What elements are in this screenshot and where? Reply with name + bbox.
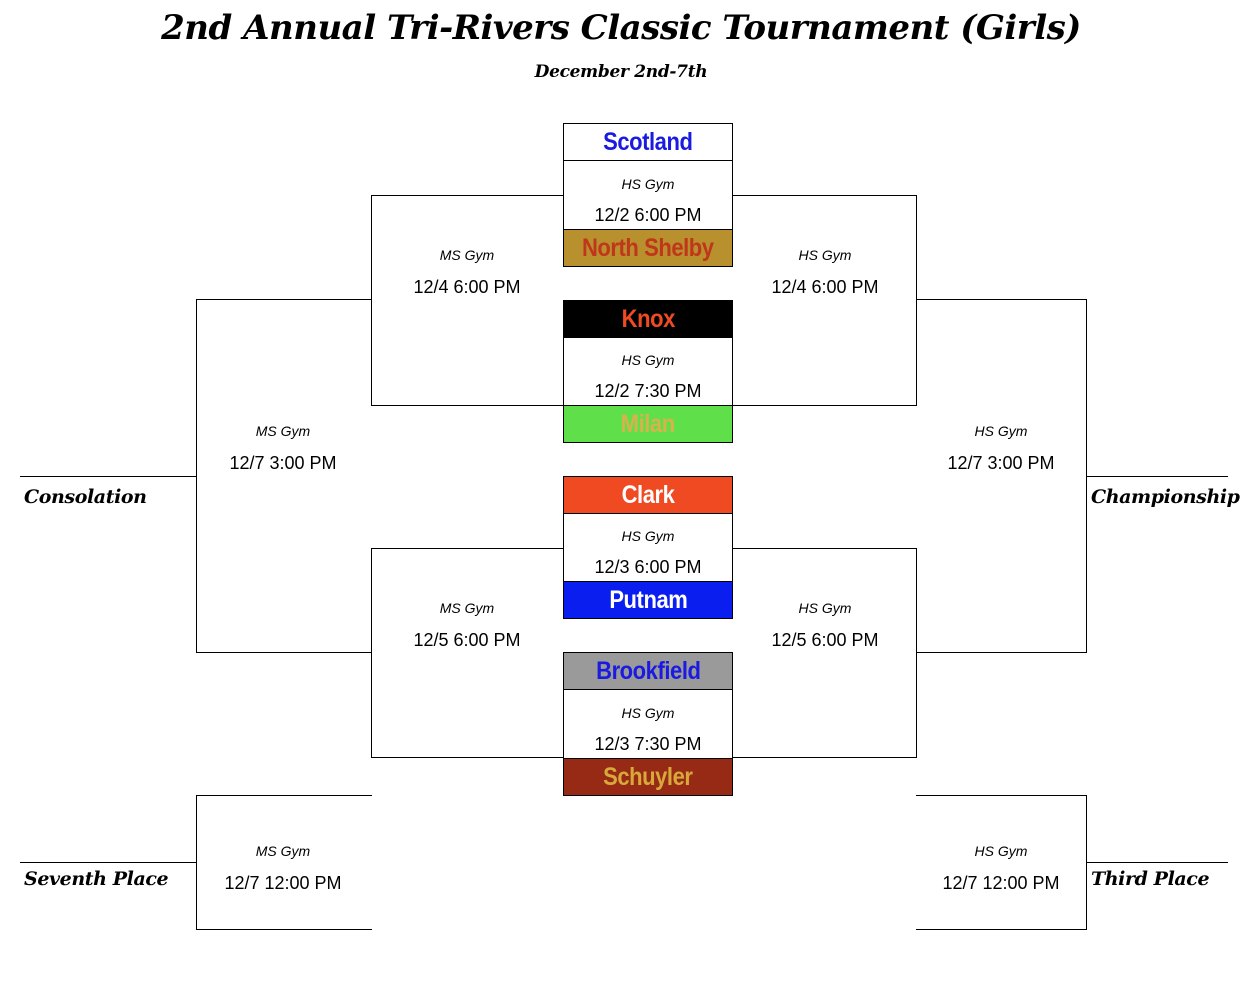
bracket-line [371, 548, 563, 549]
bracket-line [916, 652, 1087, 653]
bracket-line [916, 795, 1087, 796]
bracket-line [371, 195, 563, 196]
third-place-venue: HS Gym [974, 843, 1028, 859]
bracket-line [733, 195, 917, 196]
game-1-time: 12/2 6:00 PM [594, 205, 702, 225]
bracket-line [371, 757, 563, 758]
page-subtitle: December 2nd-7th [534, 62, 708, 82]
game-1-venue: HS Gym [621, 176, 675, 192]
game-2-venue: HS Gym [621, 352, 675, 368]
game-4-time: 12/3 7:30 PM [594, 734, 702, 754]
consolation-label: Consolation [24, 486, 147, 508]
team-slot-7: Brookfield [563, 652, 733, 690]
bracket-line [733, 405, 917, 406]
team-name: Knox [621, 304, 675, 333]
consolation-final-venue: MS Gym [255, 423, 311, 439]
page-title: 2nd Annual Tri-Rivers Classic Tournament… [161, 8, 1081, 48]
team-name: Brookfield [595, 656, 701, 685]
team-slot-4: Milan [563, 405, 733, 443]
cons-semi-bot-venue: MS Gym [439, 600, 495, 616]
win-semi-top-venue: HS Gym [798, 247, 852, 263]
bracket-line [916, 299, 1087, 300]
bracket-line [20, 476, 197, 477]
game-2-box [563, 337, 733, 405]
game-2-time: 12/2 7:30 PM [594, 381, 702, 401]
championship-label: Championship [1091, 486, 1240, 508]
bracket-line [1086, 476, 1228, 477]
team-slot-2: North Shelby [563, 229, 733, 267]
bracket-line [196, 795, 372, 796]
team-name: Milan [620, 409, 676, 438]
third-place-label: Third Place [1091, 868, 1210, 890]
championship-final-venue: HS Gym [974, 423, 1028, 439]
win-semi-bot-venue: HS Gym [798, 600, 852, 616]
cons-semi-bot-time: 12/5 6:00 PM [413, 630, 521, 650]
bracket-line [916, 195, 917, 406]
win-semi-top-time: 12/4 6:00 PM [771, 277, 879, 297]
cons-semi-top-venue: MS Gym [439, 247, 495, 263]
team-name: North Shelby [582, 233, 714, 262]
cons-semi-top-time: 12/4 6:00 PM [413, 277, 521, 297]
seventh-place-label: Seventh Place [24, 868, 169, 890]
bracket-line [196, 299, 372, 300]
team-slot-6: Putnam [563, 581, 733, 619]
team-slot-5: Clark [563, 476, 733, 514]
team-name: Clark [621, 480, 675, 509]
game-4-venue: HS Gym [621, 705, 675, 721]
game-3-venue: HS Gym [621, 528, 675, 544]
team-slot-8: Schuyler [563, 758, 733, 796]
third-place-time: 12/7 12:00 PM [942, 873, 1060, 893]
win-semi-bot-time: 12/5 6:00 PM [771, 630, 879, 650]
seventh-place-time: 12/7 12:00 PM [224, 873, 342, 893]
team-name: Scotland [603, 127, 693, 156]
bracket-line [371, 548, 372, 758]
bracket-line [916, 929, 1087, 930]
seventh-place-venue: MS Gym [255, 843, 311, 859]
game-4-box [563, 690, 733, 758]
bracket-line [1086, 862, 1228, 863]
bracket-line [733, 757, 917, 758]
consolation-final-time: 12/7 3:00 PM [229, 453, 337, 473]
bracket-line [916, 548, 917, 758]
game-3-box [563, 513, 733, 581]
bracket-line [371, 195, 372, 406]
game-3-time: 12/3 6:00 PM [594, 557, 702, 577]
team-name: Schuyler [603, 762, 693, 791]
bracket-line [371, 405, 563, 406]
game-1-box [563, 161, 733, 229]
championship-final-time: 12/7 3:00 PM [947, 453, 1055, 473]
bracket-line [20, 862, 197, 863]
team-slot-3: Knox [563, 300, 733, 338]
bracket-line [733, 548, 917, 549]
bracket-line [196, 929, 372, 930]
bracket-line [196, 652, 372, 653]
team-slot-1: Scotland [563, 123, 733, 161]
team-name: Putnam [608, 585, 688, 614]
